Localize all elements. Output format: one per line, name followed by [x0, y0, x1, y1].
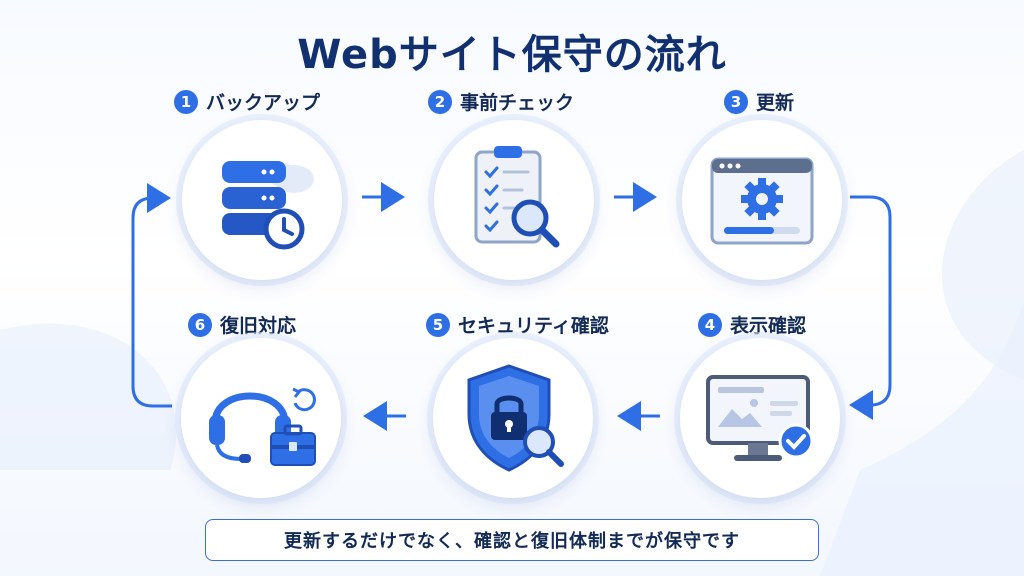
step-5-label: セキュリティ確認 — [458, 315, 609, 337]
database-clock-icon — [222, 161, 314, 250]
monitor-check-icon — [706, 375, 814, 461]
step-5-circle — [433, 338, 593, 498]
step-6-number: 6 — [188, 312, 212, 337]
step-4-heading: 4 表示確認 — [698, 311, 806, 338]
step-2-label: 事前チェック — [460, 92, 575, 114]
clipboard-magnifier-icon — [474, 146, 560, 248]
step-6-circle — [181, 338, 341, 498]
step-5-heading: 5 セキュリティ確認 — [426, 311, 609, 338]
step-1-label: バックアップ — [206, 92, 321, 114]
browser-gear-icon — [710, 157, 814, 245]
arrow-3-to-4 — [849, 195, 892, 420]
shield-lock-icon — [467, 364, 564, 472]
step-2-heading: 2 事前チェック — [428, 88, 574, 115]
step-6-label: 復旧対応 — [220, 315, 297, 337]
step-3-circle — [682, 120, 842, 280]
page-title: Webサイト保守の流れ — [297, 32, 727, 78]
step-4-label: 表示確認 — [730, 315, 807, 337]
step-1-heading: 1 バックアップ — [174, 88, 320, 115]
step-3-heading: 3 更新 — [724, 88, 794, 115]
step-1-circle — [182, 120, 342, 280]
step-6-heading: 6 復旧対応 — [188, 311, 296, 338]
step-3-label: 更新 — [756, 92, 795, 114]
step-2-circle — [434, 120, 594, 280]
step-5-number: 5 — [426, 312, 450, 337]
headset-toolbox-icon — [209, 387, 316, 466]
arrow-6-to-1 — [131, 183, 172, 408]
step-3-number: 3 — [724, 89, 748, 114]
step-1-number: 1 — [174, 89, 198, 114]
step-4-number: 4 — [698, 312, 722, 337]
step-2-number: 2 — [428, 89, 452, 114]
step-4-circle — [680, 338, 840, 498]
footer-note: 更新するだけでなく、確認と復旧体制までが保守です — [205, 519, 819, 561]
